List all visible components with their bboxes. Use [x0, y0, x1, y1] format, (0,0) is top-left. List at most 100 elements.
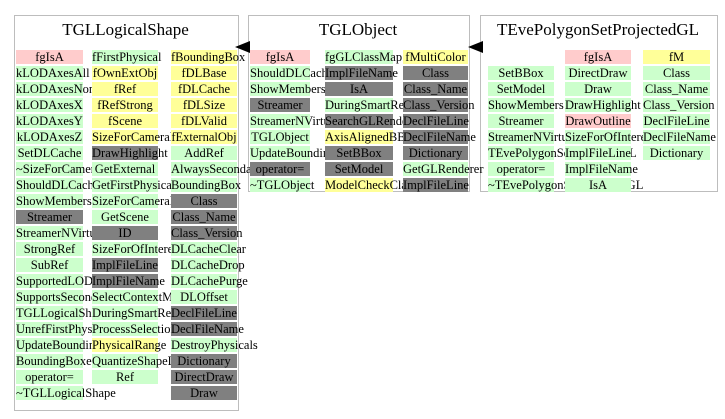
shape-c1-member: StrongRef — [16, 242, 83, 256]
shape-c2-member: ProcessSelection — [92, 322, 177, 336]
obj-c2-member: DuringSmartRefresh — [325, 98, 430, 112]
shape-c2-member: fRef — [92, 82, 158, 96]
shape-c3-member: DirectDraw — [171, 370, 237, 384]
shape-c1-member: SubRef — [16, 258, 83, 272]
shape-c1-member: UpdateBoundingBox — [16, 338, 123, 352]
shape-c3-member: fExternalObj — [171, 130, 237, 144]
obj-c2-member: AxisAlignedBBox — [325, 130, 419, 144]
box-tgllogicalshape — [14, 15, 239, 411]
shape-c1-member: ~TGLLogicalShape — [16, 386, 116, 400]
shape-c1-member: ShouldDLCache — [16, 178, 100, 192]
shape-c3-member: AddRef — [171, 146, 237, 160]
shape-c1-member: SupportedLODAxes — [16, 274, 119, 288]
shape-c3-member: fDLCache — [171, 82, 237, 96]
shape-c3-member: DLCacheDrop — [171, 258, 245, 272]
obj-c2-member: SearchGLRenderer — [325, 114, 422, 128]
inheritance-arrow-object — [468, 41, 483, 53]
obj-c1-member: operator= — [250, 162, 310, 176]
shape-c3-member: DLCachePurge — [171, 274, 248, 288]
shape-c1-member: ~SizeForCameraInterest — [16, 162, 138, 176]
shape-c2-member: GetExternal — [92, 162, 158, 176]
shape-c2-member: GetScene — [92, 210, 158, 224]
shape-c3-member: DeclFileLine — [171, 306, 237, 320]
shape-c3-member: Class — [171, 194, 237, 208]
eve-c3-member: Class_Version — [643, 98, 715, 112]
obj-c3-member: GetGLRenderer — [403, 162, 484, 176]
obj-c3-member: Class_Name — [403, 82, 468, 96]
obj-c1-member: StreamerNVirtual — [250, 114, 339, 128]
shape-c2-member: Ref — [92, 370, 158, 384]
eve-c3-member: Dictionary — [643, 146, 710, 160]
obj-c1-member: ShouldDLCache — [250, 66, 334, 80]
eve-c1-member: ShowMembers — [488, 98, 564, 112]
shape-c3-member: DestroyPhysicals — [171, 338, 258, 352]
shape-c2-member: SelectContextMenu — [92, 290, 192, 304]
obj-c2-member: SetModel — [325, 162, 393, 176]
shape-c1-member: kLODAxesY — [16, 114, 83, 128]
eve-c1-member: ~TEvePolygonSetProjectedGL — [488, 178, 643, 192]
eve-c1-member: operator= — [488, 162, 554, 176]
shape-c3-member: Draw — [171, 386, 237, 400]
obj-c1-member: ~TGLObject — [250, 178, 315, 192]
shape-c1-member: BoundingBoxesOfPhysicals — [16, 354, 157, 368]
eve-c2-member: ImplFileName — [565, 162, 638, 176]
eve-c1-member: Streamer — [488, 114, 554, 128]
eve-c3-member: Class_Name — [643, 82, 710, 96]
shape-c3-member: DeclFileName — [171, 322, 244, 336]
shape-c2-member: SizeForCameraInterest — [92, 130, 208, 144]
eve-c2-member: SizeForOfInterest — [565, 130, 655, 144]
shape-c3-member: fDLValid — [171, 114, 237, 128]
obj-c2-member: ImplFileName — [325, 66, 398, 80]
shape-c1-member: kLODAxesNone — [16, 82, 101, 96]
eve-c3-member: fM — [643, 50, 710, 64]
eve-c1-member: SetModel — [488, 82, 554, 96]
eve-c3-member: Class — [643, 66, 710, 80]
obj-c3-member: Dictionary — [403, 146, 468, 160]
eve-c2-member: Draw — [565, 82, 631, 96]
obj-c2-member: IsA — [325, 82, 393, 96]
obj-c3-member: ImplFileLine — [403, 178, 469, 192]
obj-c2-member: fgGLClassMap — [325, 50, 403, 64]
shape-c2-member: fOwnExtObj — [92, 66, 158, 80]
eve-c1-member: TEvePolygonSetProjectedGL — [488, 146, 637, 160]
eve-c2-member: DrawOutline — [565, 114, 631, 128]
obj-c1-member: Streamer — [250, 98, 310, 112]
shape-c3-member: Class_Name — [171, 210, 237, 224]
obj-c1-member: ShowMembers — [250, 82, 326, 96]
shape-c1-member: StreamerNVirtual — [16, 226, 105, 240]
shape-c1-member: kLODAxesX — [16, 98, 83, 112]
eve-c2-member: DrawHighlight — [565, 98, 641, 112]
shape-c1-member: SupportsSecondarySelect — [16, 290, 144, 304]
shape-c3-member: fDLSize — [171, 98, 237, 112]
shape-c1-member: kLODAxesAll — [16, 66, 90, 80]
eve-c3-member: DeclFileLine — [643, 114, 710, 128]
shape-c1-member: TGLLogicalShape — [16, 306, 110, 320]
shape-c1-member: Streamer — [16, 210, 83, 224]
shape-c2-member: SizeForOfInterest — [92, 242, 182, 256]
box-title-tglobject: TGLObject — [318, 20, 398, 39]
obj-c3-member: Class — [403, 66, 468, 80]
shape-c3-member: fBoundingBox — [171, 50, 246, 64]
eve-c3-member: DeclFileName — [643, 130, 716, 144]
shape-c2-member: PhysicalRange — [92, 338, 167, 352]
obj-c3-member: DeclFileName — [403, 130, 476, 144]
obj-c1-member: TGLObject — [250, 130, 310, 144]
shape-c1-member: operator= — [16, 370, 83, 384]
shape-c2-member: fRefStrong — [92, 98, 158, 112]
eve-c2-member: DirectDraw — [565, 66, 631, 80]
shape-c2-member: GetFirstPhysical — [92, 178, 176, 192]
shape-c3-member: DLCacheClear — [171, 242, 246, 256]
shape-c3-member: DLOffset — [171, 290, 237, 304]
obj-c2-member: SetBBox — [325, 146, 393, 160]
shape-c1-member: kLODAxesZ — [16, 130, 83, 144]
shape-c1-member: fgIsA — [16, 50, 83, 64]
obj-c3-member: DeclFileLine — [403, 114, 469, 128]
inheritance-arrow-shape — [235, 41, 250, 53]
shape-c1-member: ShowMembers — [16, 194, 92, 208]
eve-c2-member: IsA — [565, 178, 631, 192]
shape-c3-member: Dictionary — [171, 354, 237, 368]
eve-c1-member: StreamerNVirtual — [488, 130, 577, 144]
shape-c3-member: fDLBase — [171, 66, 237, 80]
shape-c2-member: QuantizeShapeLOD — [92, 354, 194, 368]
